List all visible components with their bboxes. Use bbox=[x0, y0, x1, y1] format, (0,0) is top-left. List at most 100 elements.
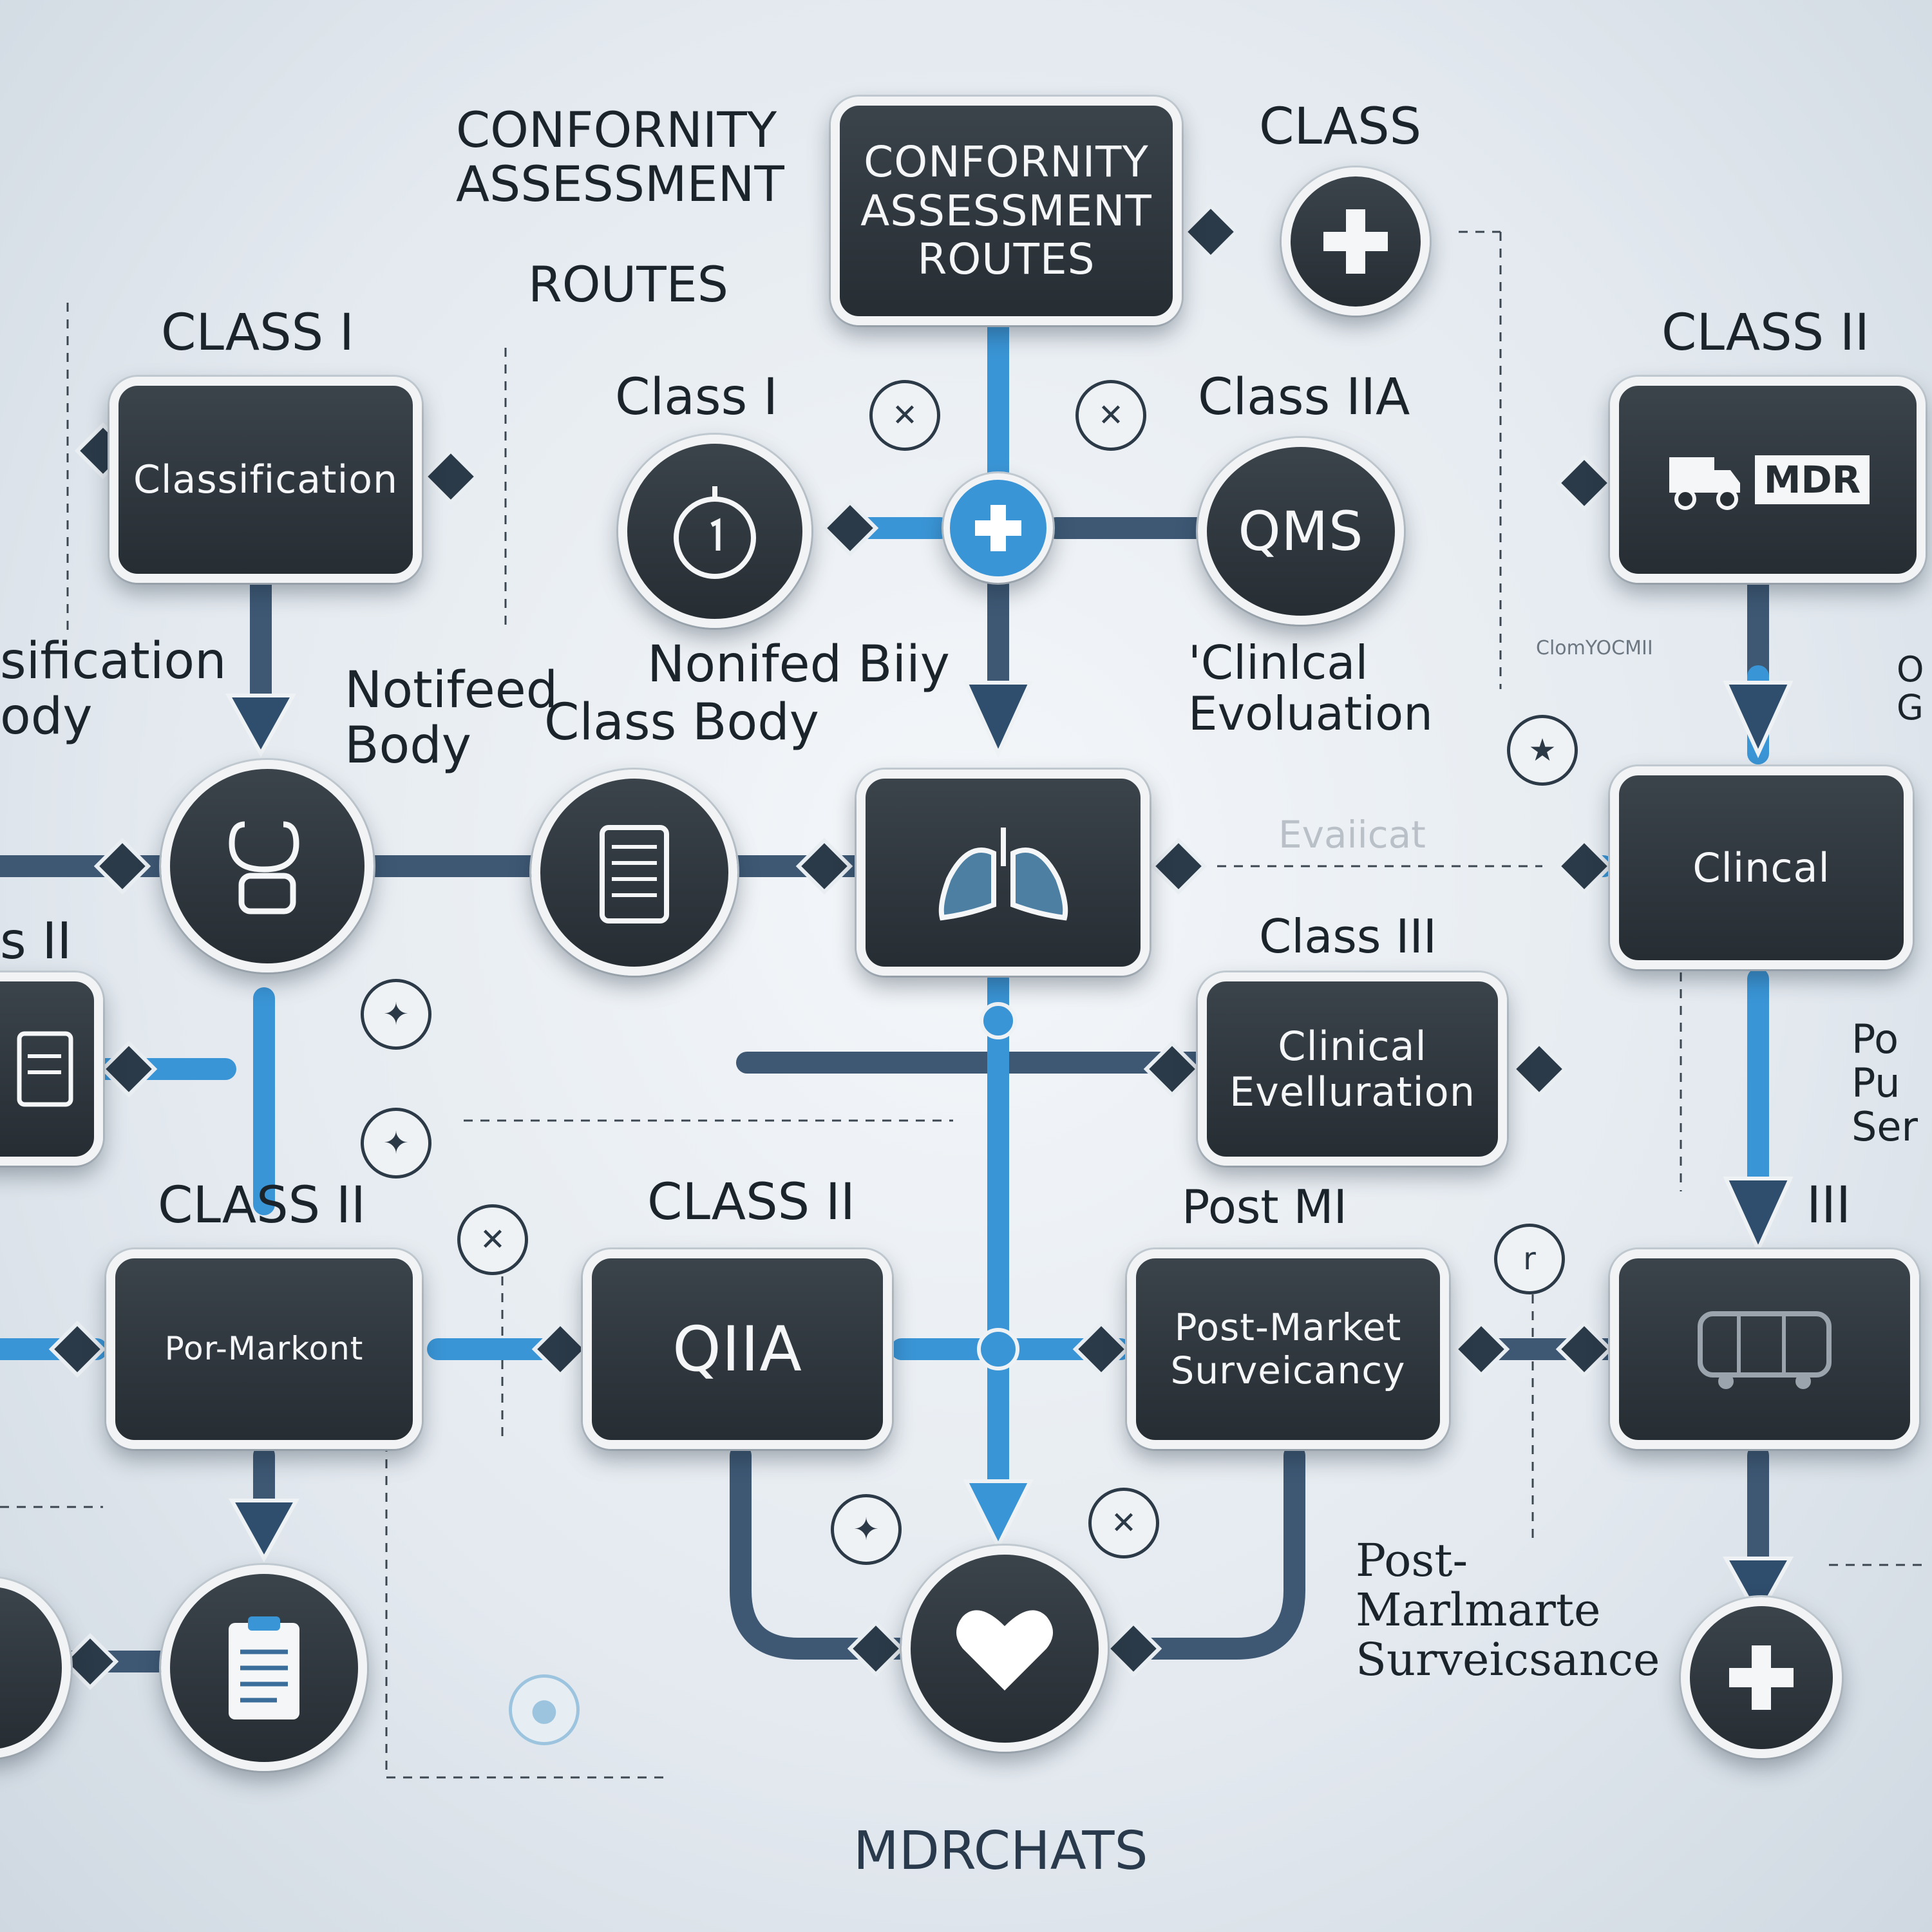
badge-icon[interactable]: ✕ bbox=[869, 380, 940, 451]
vehicle-node[interactable] bbox=[1610, 1249, 1919, 1449]
diamond-junctions bbox=[48, 203, 1613, 1690]
lungs-icon bbox=[938, 828, 1068, 921]
arrowhead bbox=[963, 681, 1034, 759]
class-iia-label: Class IIA bbox=[1198, 368, 1410, 426]
diamond-junction bbox=[61, 1633, 119, 1690]
diamond-junction bbox=[531, 1320, 589, 1378]
class-i-label-left: CLASS I bbox=[161, 304, 354, 362]
plus-top-node[interactable] bbox=[1282, 167, 1430, 316]
plus-icon bbox=[1729, 1645, 1794, 1710]
clinical-node-right[interactable]: Clincal bbox=[1610, 766, 1913, 969]
badge-icon[interactable]: ✦ bbox=[361, 979, 431, 1050]
badge-icon[interactable]: ✦ bbox=[831, 1494, 902, 1565]
diamond-junction bbox=[821, 499, 879, 557]
qms-node-text: QMS bbox=[1238, 499, 1364, 563]
class-ii-left-edge-label: s II bbox=[0, 913, 72, 971]
mdr-node-text: MDR bbox=[1754, 455, 1870, 504]
badge-icon[interactable]: ✕ bbox=[1088, 1488, 1159, 1558]
badge-icon[interactable]: ✕ bbox=[1075, 380, 1146, 451]
class-iii-label: Class III bbox=[1259, 909, 1437, 963]
classification-node-text: Classification bbox=[133, 457, 398, 502]
document-node-left[interactable] bbox=[0, 972, 103, 1166]
timer-icon bbox=[674, 486, 756, 579]
title-node[interactable]: CONFORNITY ASSESSMENT ROUTES bbox=[831, 97, 1182, 325]
stethoscope-icon bbox=[229, 821, 299, 914]
diamond-junction bbox=[1143, 1040, 1201, 1098]
diamond-junction bbox=[1182, 203, 1240, 261]
qiia-node-text: QIIA bbox=[672, 1312, 802, 1385]
mdr-node[interactable]: MDR bbox=[1610, 377, 1926, 583]
diamond-junction bbox=[1150, 837, 1208, 895]
class-i-label-center: Class I bbox=[615, 368, 779, 426]
diamond-junction bbox=[847, 1620, 905, 1678]
junction-dot bbox=[980, 1002, 1017, 1039]
right-edge-letters: O G bbox=[1897, 649, 1924, 728]
timer-node[interactable] bbox=[618, 435, 811, 628]
post-market-node-left[interactable]: Por-Markont bbox=[106, 1249, 422, 1449]
class-ii-label-bottom-center: CLASS II bbox=[647, 1173, 855, 1231]
diamond-junction bbox=[1555, 1320, 1613, 1378]
vehicle-icon bbox=[1698, 1311, 1832, 1389]
badge-icon[interactable]: ● bbox=[509, 1674, 580, 1745]
diamond-junction bbox=[93, 837, 151, 895]
diamond-junction bbox=[1555, 837, 1613, 895]
class-ii-label-right: CLASS II bbox=[1662, 304, 1870, 362]
heart-node[interactable] bbox=[902, 1546, 1108, 1752]
notified-bily-label: Nonifed Biiy bbox=[647, 636, 950, 694]
clinical-node-right-text: Clincal bbox=[1692, 844, 1830, 891]
arrowhead bbox=[1723, 1177, 1794, 1255]
badge-icon[interactable]: ★ bbox=[1507, 715, 1578, 786]
diamond-junction bbox=[1452, 1320, 1510, 1378]
post-right-edge-label: Po Pu Ser bbox=[1852, 1016, 1918, 1151]
diamond-junction bbox=[48, 1320, 106, 1378]
connector bbox=[1122, 1444, 1305, 1660]
classification-node[interactable]: Classification bbox=[109, 377, 422, 583]
dashed-guides bbox=[0, 231, 1926, 1779]
heart-icon bbox=[956, 1610, 1053, 1690]
plus-hub-node[interactable] bbox=[943, 473, 1053, 583]
post-mi-label: Post MI bbox=[1182, 1180, 1347, 1234]
document-icon bbox=[17, 1031, 73, 1107]
qms-node[interactable]: QMS bbox=[1198, 438, 1404, 625]
clipboard-icon bbox=[229, 1616, 299, 1719]
diamond-junction bbox=[795, 837, 853, 895]
stethoscope-node[interactable] bbox=[161, 760, 374, 972]
badge-icon[interactable]: ✕ bbox=[457, 1204, 528, 1275]
diamond-junction bbox=[422, 448, 480, 506]
device-node[interactable] bbox=[531, 770, 737, 976]
clipboard-node[interactable] bbox=[161, 1565, 367, 1771]
device-icon bbox=[600, 825, 669, 923]
evalicat-label: Evaiicat bbox=[1278, 813, 1426, 857]
routes-heading: ROUTES bbox=[528, 256, 728, 313]
diamond-junction bbox=[100, 1040, 158, 1098]
clinical-evaluation-node[interactable]: Clinical Evelluration bbox=[1198, 972, 1507, 1166]
footer-brand: MDRCHATS bbox=[853, 1821, 1148, 1882]
class-ii-label-bottom-left: CLASS II bbox=[158, 1177, 366, 1235]
diamond-junction bbox=[1104, 1620, 1162, 1678]
diamond-junction bbox=[1072, 1320, 1130, 1378]
iii-label-right: III bbox=[1806, 1177, 1852, 1235]
conformity-heading: CONFORNITY ASSESSMENT bbox=[456, 101, 784, 213]
post-market-node-center[interactable]: Post-Market Surveicancy bbox=[1127, 1249, 1449, 1449]
diamond-junction bbox=[1510, 1040, 1568, 1098]
post-market-node-left-text: Por-Markont bbox=[164, 1330, 364, 1368]
arrowhead bbox=[963, 1479, 1034, 1550]
clinical-evaluation-node-text: Clinical Evelluration bbox=[1229, 1022, 1475, 1115]
arrowhead bbox=[1723, 681, 1794, 759]
class-body-label: Class Body bbox=[544, 694, 819, 752]
qiia-node[interactable]: QIIA bbox=[583, 1249, 892, 1449]
badge-icon[interactable]: ✦ bbox=[361, 1108, 431, 1179]
truck-icon bbox=[1669, 457, 1740, 510]
title-node-text: CONFORNITY ASSESSMENT ROUTES bbox=[860, 137, 1152, 285]
plus-node-bottom-right[interactable] bbox=[1681, 1597, 1842, 1758]
lungs-node[interactable] bbox=[857, 770, 1150, 976]
class-label-top-right: CLASS bbox=[1259, 98, 1422, 156]
plus-icon bbox=[1323, 209, 1388, 274]
small-right-note: ClomYOCMII bbox=[1536, 637, 1653, 659]
arrowhead bbox=[225, 694, 297, 758]
badge-icon[interactable]: r bbox=[1494, 1224, 1565, 1294]
arrowhead bbox=[1722, 1557, 1794, 1621]
connector bbox=[730, 1444, 913, 1660]
